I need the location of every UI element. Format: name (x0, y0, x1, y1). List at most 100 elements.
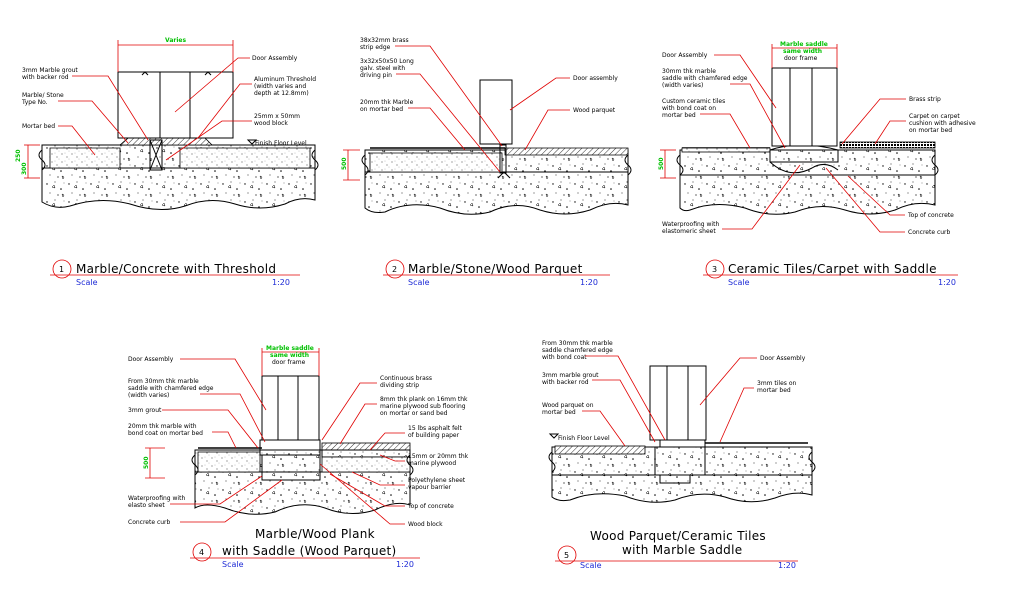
note-waterproofing: Waterproofing with (128, 495, 185, 502)
note-brass-2: strip edge (360, 44, 391, 51)
detail-5: From 30mm thk marble saddle chamfered ed… (542, 340, 816, 570)
mortar-bed (49, 147, 121, 169)
note-saddle-2: saddle with chamfered edge (128, 385, 214, 392)
note-parquet: Wood parquet on (542, 402, 594, 409)
scale-value: 1:20 (580, 278, 598, 287)
scale-value: 1:20 (938, 278, 956, 287)
note-wood-block-2: wood block (254, 120, 288, 127)
scale-label: Scale (222, 560, 244, 569)
note-top-concrete: Top of concrete (907, 212, 954, 219)
note-grout-2: with backer rod (542, 379, 589, 386)
wood-plank (321, 442, 411, 451)
note-door-assembly: Door Assembly (252, 55, 298, 62)
note-grout: 3mm Marble grout (22, 67, 78, 74)
dim-left: 500 (143, 456, 150, 469)
door-leaf (649, 365, 707, 441)
note-brass: Continuous brass (380, 375, 432, 382)
note-door-assembly: Door assembly (573, 75, 618, 82)
note-galv-2: galv. steel with (360, 65, 405, 72)
note-threshold: Aluminum Threshold (254, 76, 316, 83)
note-plank: 8mm thk plank on 16mm thk (380, 396, 468, 403)
note-door-assembly: Door Assembly (128, 356, 174, 363)
note-galv: 3x32x50x50 Long (360, 58, 414, 65)
scale-value: 1:20 (778, 561, 796, 570)
note-waterproofing-2: elasto sheet (128, 502, 165, 509)
note-grout-2: with backer rod (22, 74, 69, 81)
detail-title: Ceramic Tiles/Carpet with Saddle (728, 262, 937, 276)
note-galv-3: driving pin (360, 72, 392, 79)
dim-left: 500 (341, 157, 348, 170)
detail-title: Wood Parquet/Ceramic Tiles (590, 529, 766, 543)
note-tiles-2: with bond coat on (662, 105, 716, 112)
dim-saddle-2: same width (270, 352, 309, 359)
note-tiles: Custom ceramic tiles (662, 98, 725, 105)
note-plywood-2: marine plywood (408, 460, 456, 467)
note-brass: 38x32mm brass (360, 37, 409, 44)
wood-parquet (554, 445, 646, 455)
note-marble: 20mm thk marble with (128, 423, 197, 430)
note-plywood: 15mm or 20mm thk (408, 453, 469, 460)
carpet (839, 141, 936, 149)
note-tiles-2: mortar bed (757, 387, 791, 394)
detail-1: Varies 300 250 Door Assembly 3mm Marble … (15, 37, 319, 287)
note-brass: Brass strip (909, 96, 941, 103)
note-parquet: Wood parquet (573, 107, 616, 114)
concrete-slab (679, 149, 936, 215)
note-door-assembly: Door Assembly (662, 52, 708, 59)
scale-label: Scale (580, 561, 602, 570)
dim-left-b: 250 (15, 149, 22, 162)
note-saddle-3: with bond coat (542, 354, 587, 361)
note-carpet-3: on mortar bed (909, 127, 952, 134)
note-marble-2: Type No. (21, 99, 48, 106)
detail-title-2: with Marble Saddle (622, 543, 742, 557)
note-saddle-3: (width varies) (662, 82, 703, 89)
dim-left: 500 (658, 157, 665, 170)
note-plank-2: marine plywood sub flooring (380, 403, 466, 410)
door-leaf (117, 71, 234, 139)
note-curb: Concrete curb (908, 229, 951, 236)
detail-number: 3 (712, 265, 717, 274)
note-saddle: 30mm thk marble (662, 68, 716, 75)
note-marble: Marble/ Stone (22, 92, 64, 99)
door-leaf (261, 375, 320, 441)
dim-saddle-2: same width (783, 48, 822, 55)
note-waterproofing-2: elastomeric sheet (662, 228, 716, 235)
note-saddle: From 30mm thk marble (542, 340, 613, 347)
note-door-assembly: Door Assembly (760, 355, 806, 362)
note-tiles-3: mortar bed (662, 112, 696, 119)
note-wood-block: 25mm x 50mm (254, 113, 300, 120)
note-saddle-2: saddle with chamfered edge (662, 75, 748, 82)
detail-2: 500 38x32mm brass strip edge 3x32x50x50 … (341, 37, 632, 287)
detail-title: Marble/Stone/Wood Parquet (408, 262, 583, 276)
dim-saddle-3: door frame (272, 359, 306, 366)
scale-label: Scale (728, 278, 750, 287)
note-wood-block: Wood block (408, 521, 443, 528)
note-threshold-2: (width varies and (254, 83, 306, 90)
note-marble: 20mm thk Marble (360, 99, 414, 106)
door-leaf (771, 67, 838, 147)
threshold (118, 137, 213, 146)
detail-title-2: with Saddle (Wood Parquet) (222, 544, 397, 558)
note-waterproofing: Waterproofing with (662, 221, 719, 228)
dim-saddle-3: door frame (784, 55, 818, 62)
note-ffl: Finish Floor Level (558, 435, 610, 442)
note-saddle: From 30mm thk marble (128, 378, 199, 385)
detail-title: Marble/Concrete with Threshold (76, 262, 276, 276)
scale-label: Scale (408, 278, 430, 287)
note-saddle-2: saddle chamfered edge (542, 347, 613, 354)
scale-value: 1:20 (272, 278, 290, 287)
door-leaf (479, 79, 513, 145)
note-marble-2: on mortar bed (360, 106, 403, 113)
note-ffl: Finish Floor Level (255, 140, 307, 147)
dim-varies: Varies (165, 37, 186, 44)
detail-number: 2 (392, 265, 397, 274)
detail-3: 500 Marble saddle same width door frame … (658, 41, 976, 287)
dim-saddle: Marble saddle (266, 345, 314, 352)
detail-number: 1 (59, 265, 64, 274)
dim-saddle: Marble saddle (780, 41, 828, 48)
detail-number: 4 (199, 548, 204, 557)
note-parquet-2: mortar bed (542, 409, 576, 416)
detail-title: Marble/Wood Plank (255, 527, 375, 541)
